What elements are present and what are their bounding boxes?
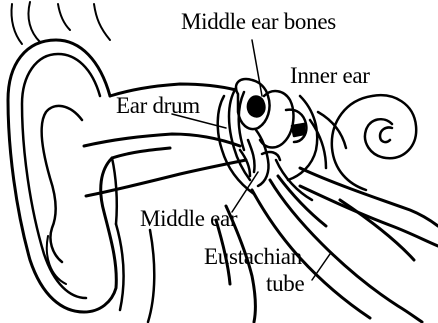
- label-middle-ear: Middle ear: [140, 207, 237, 230]
- label-ear-drum: Ear drum: [116, 94, 200, 117]
- inner-ear: [310, 95, 416, 190]
- label-inner-ear: Inner ear: [290, 64, 370, 87]
- outer-ear: [8, 40, 117, 312]
- label-tube: tube: [266, 272, 304, 295]
- label-eustachian: Eustachian: [204, 245, 302, 268]
- temporal-bone: [300, 168, 438, 260]
- middle-ear-bones: [236, 79, 306, 186]
- hair-strands: [11, 2, 110, 44]
- label-middle-ear-bones: Middle ear bones: [181, 10, 336, 33]
- ear-drum: [229, 88, 250, 180]
- lower-tissue: [116, 224, 154, 322]
